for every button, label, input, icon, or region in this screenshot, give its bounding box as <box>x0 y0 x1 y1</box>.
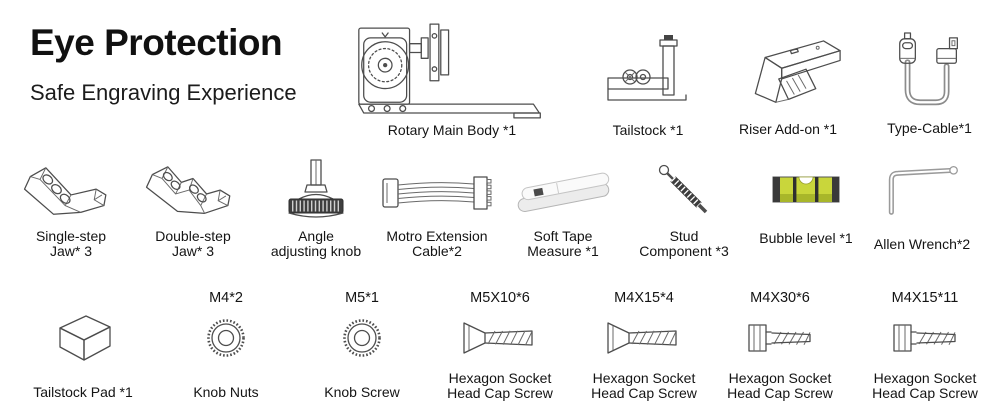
item-stud-component: Stud Component *3 <box>629 158 739 259</box>
item-label: Tailstock *1 <box>612 122 684 138</box>
item-type-cable: Type-Cable*1 <box>882 30 977 136</box>
allen-wrench-illustration <box>876 162 968 218</box>
item-size: M5X10*6 <box>470 290 530 306</box>
soft-tape-measure-illustration <box>511 162 616 224</box>
item-label: Hexagon Socket Head Cap Screw <box>591 370 697 401</box>
knob-nut-icon <box>207 319 245 357</box>
item-hex-screw-m4x15-11: M4X15*11 Hexagon Socket Head Cap Screw <box>863 290 987 401</box>
item-knob-screw: M5*1 Knob Screw <box>302 290 422 400</box>
cap-head-screw-icon <box>748 324 811 352</box>
item-size: M4X15*11 <box>891 290 959 306</box>
soft-tape-measure-icon <box>517 172 609 212</box>
item-size: M4*2 <box>209 290 243 306</box>
motro-extension-cable-illustration <box>381 162 493 224</box>
tailstock-illustration <box>606 30 691 118</box>
single-step-jaw-illustration <box>15 162 127 224</box>
item-size: M4X15*4 <box>614 290 674 306</box>
tailstock-pad-illustration <box>48 310 118 366</box>
riser-add-on-illustration <box>732 35 844 117</box>
angle-adjusting-knob-illustration <box>281 158 351 224</box>
item-label: Rotary Main Body *1 <box>387 122 517 138</box>
item-label: Type-Cable*1 <box>887 120 972 136</box>
bubble-level-illustration <box>771 168 841 212</box>
item-label: Double-step Jaw* 3 <box>155 228 231 259</box>
item-label: Angle adjusting knob <box>270 228 362 259</box>
item-hex-screw-m4x30-6: M4X30*6 Hexagon Socket Head Cap Screw <box>718 290 842 401</box>
countersunk-screw-icon <box>607 322 677 354</box>
item-label: Knob Nuts <box>193 384 259 400</box>
hex-screw-m4x30-6-illustration <box>742 310 818 366</box>
bubble-level-icon <box>772 176 840 203</box>
item-knob-nuts: M4*2 Knob Nuts <box>166 290 286 400</box>
cap-head-screw-icon <box>893 324 956 352</box>
item-label: Stud Component *3 <box>639 228 729 259</box>
type-cable-icon <box>898 32 958 106</box>
item-label: Bubble level *1 <box>759 230 853 246</box>
single-step-jaw-icon <box>23 167 107 215</box>
hex-screw-m4x15-4-illustration <box>601 310 687 366</box>
page-subtitle: Safe Engraving Experience <box>30 80 297 105</box>
item-label: Soft Tape Measure *1 <box>527 228 599 259</box>
item-label: Hexagon Socket Head Cap Screw <box>872 370 978 401</box>
item-rotary-main-body: Rotary Main Body *1 <box>348 23 556 138</box>
tailstock-icon <box>606 35 687 101</box>
item-hex-screw-m5x10: M5X10*6 Hexagon Socket Head Cap Screw <box>438 290 562 401</box>
hex-screw-m5x10-illustration <box>457 310 543 366</box>
knob-screw-illustration <box>339 310 385 366</box>
item-size: M5*1 <box>345 290 379 306</box>
item-label: Tailstock Pad *1 <box>33 384 133 400</box>
item-soft-tape-measure: Soft Tape Measure *1 <box>508 162 618 259</box>
item-double-step-jaw: Double-step Jaw* 3 <box>133 162 253 259</box>
type-cable-illustration <box>884 30 976 116</box>
item-tailstock: Tailstock *1 <box>598 30 698 138</box>
page-title: Eye Protection <box>30 22 283 63</box>
motro-extension-cable-icon <box>382 176 492 210</box>
knob-screw-icon <box>343 319 381 357</box>
item-angle-adjusting-knob: Angle adjusting knob <box>266 158 366 259</box>
item-label: Knob Screw <box>324 384 400 400</box>
rotary-main-body-illustration <box>352 23 552 119</box>
tailstock-pad-icon <box>59 315 111 361</box>
item-bubble-level: Bubble level *1 <box>751 168 861 246</box>
item-allen-wrench: Allen Wrench*2 <box>867 162 977 252</box>
countersunk-screw-icon <box>463 322 533 354</box>
angle-adjusting-knob-icon <box>288 159 344 218</box>
item-label: Motro Extension Cable*2 <box>386 228 488 259</box>
rotary-main-body-icon <box>358 23 541 119</box>
item-riser-add-on: Riser Add-on *1 <box>732 35 844 137</box>
item-label: Single-step Jaw* 3 <box>35 228 107 259</box>
knob-nuts-illustration <box>203 310 249 366</box>
item-label: Hexagon Socket Head Cap Screw <box>727 370 833 401</box>
item-motro-extension-cable: Motro Extension Cable*2 <box>377 162 497 259</box>
stud-component-illustration <box>653 158 715 224</box>
hex-screw-m4x15-11-illustration <box>887 310 963 366</box>
item-label: Allen Wrench*2 <box>873 236 971 252</box>
allen-wrench-icon <box>888 165 958 215</box>
item-label: Hexagon Socket Head Cap Screw <box>447 370 553 401</box>
header: Eye Protection Safe Engraving Experience <box>30 22 297 106</box>
item-hex-screw-m4x15-4: M4X15*4 Hexagon Socket Head Cap Screw <box>582 290 706 401</box>
double-step-jaw-illustration <box>137 162 249 224</box>
item-size: M4X30*6 <box>750 290 810 306</box>
item-single-step-jaw: Single-step Jaw* 3 <box>11 162 131 259</box>
stud-component-icon <box>658 164 708 214</box>
item-label: Riser Add-on *1 <box>738 121 838 137</box>
item-tailstock-pad: Tailstock Pad *1 <box>23 290 143 400</box>
double-step-jaw-icon <box>145 166 231 214</box>
riser-add-on-icon <box>754 40 841 103</box>
